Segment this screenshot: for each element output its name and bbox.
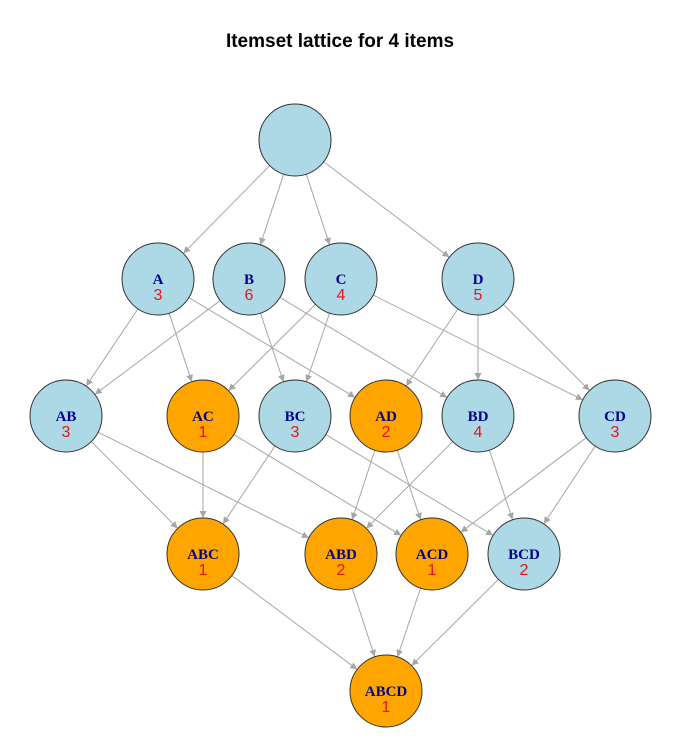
node-label-bd: BD <box>468 409 489 425</box>
node-label-a: A <box>153 272 164 288</box>
node-count-abc: 1 <box>199 562 208 579</box>
node-circle-c <box>304 242 378 316</box>
node-circle-a <box>121 242 195 316</box>
node-label-ab: AB <box>56 409 77 425</box>
edge-a-to-ab <box>85 308 139 387</box>
edge-abc-to-abcd <box>231 575 358 670</box>
edge-root-to-c <box>305 174 331 245</box>
node-bd: BD4 <box>441 379 515 453</box>
node-count-bc: 3 <box>291 424 300 441</box>
edge-d-to-ad <box>405 308 459 387</box>
node-label-ad: AD <box>375 409 397 425</box>
edge-cd-to-acd <box>460 437 587 533</box>
node-count-abd: 2 <box>337 562 346 579</box>
node-count-c: 4 <box>337 287 346 304</box>
node-count-acd: 1 <box>428 562 437 579</box>
node-label-abcd: ABCD <box>365 684 408 700</box>
node-circle-cd <box>578 379 652 453</box>
edge-b-to-ab <box>94 300 221 395</box>
diagram-title: Itemset lattice for 4 items <box>226 31 454 52</box>
node-label-acd: ACD <box>416 547 449 563</box>
edge-c-to-ac <box>228 304 316 391</box>
node-cd: CD3 <box>578 379 652 453</box>
edge-cd-to-bcd <box>543 445 596 525</box>
node-count-a: 3 <box>154 287 163 304</box>
node-ac: AC1 <box>166 379 240 453</box>
node-label-cd: CD <box>604 409 626 425</box>
node-circle-bcd <box>487 517 561 591</box>
node-c: C4 <box>304 242 378 316</box>
node-count-abcd: 1 <box>382 699 391 716</box>
node-empty-set <box>258 103 332 177</box>
node-count-bd: 4 <box>474 424 483 441</box>
node-count-cd: 3 <box>611 424 620 441</box>
node-label-ac: AC <box>192 409 214 425</box>
node-count-bcd: 2 <box>520 562 529 579</box>
node-count-ad: 2 <box>382 424 391 441</box>
edge-bcd-to-abcd <box>411 579 499 666</box>
node-circle-d <box>441 242 515 316</box>
node-circle-b <box>212 242 286 316</box>
node-count-ab: 3 <box>62 424 71 441</box>
edge-bd-to-abd <box>366 441 453 529</box>
node-label-abd: ABD <box>325 547 357 563</box>
edge-root-to-d <box>323 161 450 258</box>
node-circle-acd <box>395 517 469 591</box>
node-b: B6 <box>212 242 286 316</box>
node-label-abc: ABC <box>187 547 219 563</box>
node-circle-abc <box>166 517 240 591</box>
edge-c-to-bc <box>305 312 331 383</box>
node-ab: AB3 <box>29 379 103 453</box>
edges-layer <box>85 161 596 670</box>
node-label-b: B <box>244 272 254 288</box>
node-d: D5 <box>441 242 515 316</box>
edge-d-to-cd <box>503 304 590 391</box>
edge-ab-to-abc <box>91 441 178 529</box>
node-circle-empty-set <box>258 103 332 177</box>
edge-acd-to-abcd <box>396 587 422 658</box>
node-a: A3 <box>121 242 195 316</box>
node-label-bcd: BCD <box>508 547 540 563</box>
nodes-layer: A3B6C4D5AB3AC1BC3AD2BD4CD3ABC1ABD2ACD1BC… <box>29 103 652 728</box>
node-circle-abd <box>304 517 378 591</box>
node-label-d: D <box>473 272 484 288</box>
node-label-c: C <box>336 272 347 288</box>
node-circle-bd <box>441 379 515 453</box>
node-count-b: 6 <box>245 287 254 304</box>
node-circle-abcd <box>349 654 423 728</box>
edge-root-to-a <box>182 165 271 254</box>
edge-ad-to-abd <box>351 450 376 520</box>
edge-bd-to-bcd <box>488 449 514 521</box>
edge-root-to-b <box>259 174 285 245</box>
node-count-ac: 1 <box>199 424 208 441</box>
node-ad: AD2 <box>349 379 423 453</box>
edge-ac-to-acd <box>233 434 402 536</box>
node-label-bc: BC <box>285 409 306 425</box>
node-circle-ab <box>29 379 103 453</box>
edge-a-to-ac <box>168 313 193 382</box>
edge-bc-to-abc <box>222 445 276 525</box>
node-circle-ad <box>349 379 423 453</box>
edge-abd-to-abcd <box>351 588 376 657</box>
node-bc: BC3 <box>258 379 332 453</box>
edge-b-to-bd <box>279 297 448 398</box>
node-circle-bc <box>258 379 332 453</box>
node-circle-ac <box>166 379 240 453</box>
node-count-d: 5 <box>474 287 483 304</box>
